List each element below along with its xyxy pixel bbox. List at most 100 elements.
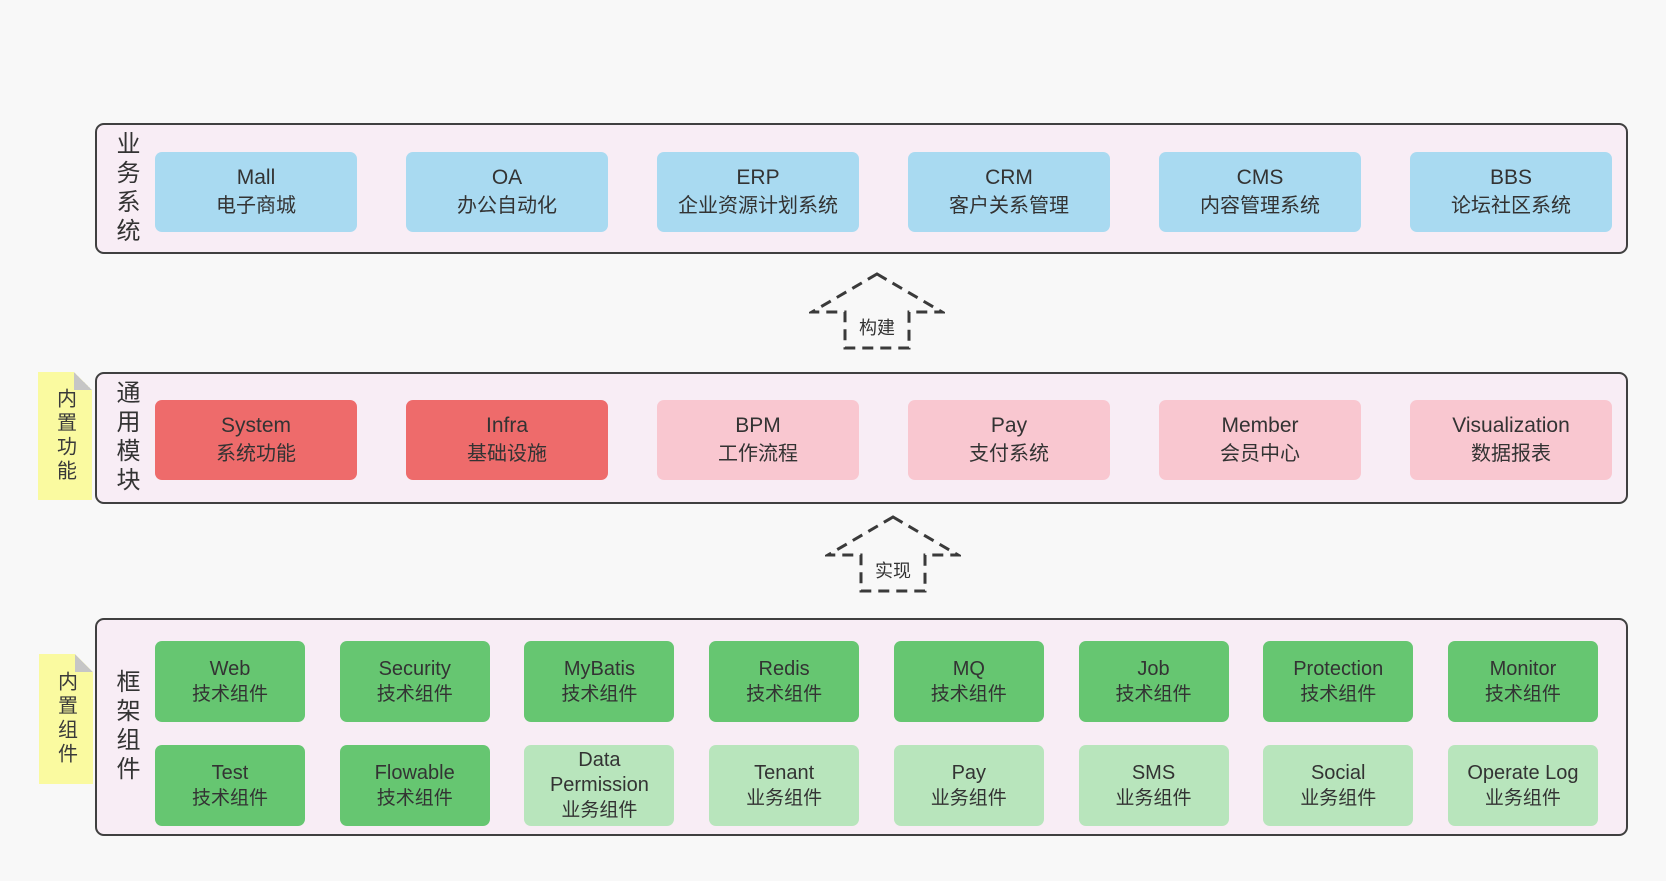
- box-crm: CRM 客户关系管理: [908, 152, 1110, 232]
- box-erp: ERP 企业资源计划系统: [657, 152, 859, 232]
- box-subtitle: 基础设施: [467, 443, 547, 465]
- box-subtitle: 技术组件: [1300, 683, 1377, 705]
- layer-common-modules: 通用模块 System 系统功能 Infra 基础设施 BPM 工作流程 Pay…: [95, 372, 1628, 504]
- box-bbs: BBS 论坛社区系统: [1410, 152, 1612, 232]
- box-title: Infra: [485, 414, 529, 437]
- box-subtitle: 技术组件: [930, 683, 1007, 705]
- box-title: ERP: [736, 166, 780, 189]
- box-subtitle: 技术组件: [191, 787, 268, 809]
- layer-modules-label: 通用模块: [112, 380, 139, 496]
- box-title: Flowable: [374, 761, 455, 784]
- layer-business-label: 业务系统: [112, 130, 139, 247]
- box-operate-log: Operate Log 业务组件: [1447, 745, 1598, 826]
- box-subtitle: 技术组件: [376, 787, 453, 809]
- box-cms: CMS 内容管理系统: [1159, 152, 1361, 232]
- box-infra: Infra 基础设施: [406, 400, 608, 480]
- box-mq: MQ 技术组件: [893, 641, 1044, 722]
- box-subtitle: 业务组件: [930, 787, 1007, 809]
- note-fold-corner-icon: [75, 654, 93, 672]
- box-title: Protection: [1293, 657, 1384, 680]
- box-web: Web 技术组件: [155, 641, 305, 722]
- box-monitor: Monitor 技术组件: [1447, 641, 1598, 722]
- box-flowable: Flowable 技术组件: [339, 745, 490, 826]
- box-redis: Redis 技术组件: [709, 641, 860, 722]
- box-subtitle: 论坛社区系统: [1451, 195, 1571, 217]
- box-title: System: [220, 414, 291, 437]
- sticky-note-text: 内置组件: [54, 671, 77, 767]
- box-tenant: Tenant 业务组件: [709, 745, 860, 826]
- box-title: Tenant: [754, 761, 815, 784]
- sticky-note-built-in-features: 内置功能: [38, 372, 92, 500]
- box-subtitle: 业务组件: [746, 787, 823, 809]
- box-protection: Protection 技术组件: [1263, 641, 1414, 722]
- box-title: OA: [491, 166, 523, 189]
- box-title: Web: [209, 657, 251, 680]
- box-system: System 系统功能: [155, 400, 357, 480]
- box-subtitle: 会员中心: [1220, 443, 1300, 465]
- framework-boxes-row-2: Test 技术组件 Flowable 技术组件 Data Permission …: [155, 745, 1598, 826]
- arrow-implement-label: 实现: [875, 561, 911, 581]
- box-subtitle: 技术组件: [376, 683, 453, 705]
- box-subtitle: 技术组件: [1484, 683, 1561, 705]
- box-pay-module: Pay 支付系统: [908, 400, 1110, 480]
- box-title: Pay: [990, 414, 1028, 437]
- box-social: Social 业务组件: [1263, 745, 1414, 826]
- layer-framework-components: 框架组件 Web 技术组件 Security 技术组件 MyBatis 技术组件…: [95, 618, 1628, 836]
- box-subtitle: 支付系统: [969, 443, 1049, 465]
- box-title: CRM: [985, 166, 1033, 189]
- box-title: Visualization: [1452, 414, 1570, 437]
- box-subtitle: 数据报表: [1471, 443, 1551, 465]
- framework-boxes-row-1: Web 技术组件 Security 技术组件 MyBatis 技术组件 Redi…: [155, 641, 1598, 722]
- sticky-note-built-in-components: 内置组件: [39, 654, 93, 784]
- box-subtitle: 业务组件: [561, 800, 638, 821]
- box-subtitle: 技术组件: [746, 683, 823, 705]
- box-title: Operate Log: [1467, 761, 1579, 784]
- sticky-note-text: 内置功能: [53, 388, 76, 484]
- box-test: Test 技术组件: [155, 745, 305, 826]
- modules-boxes-row: System 系统功能 Infra 基础设施 BPM 工作流程 Pay 支付系统…: [155, 400, 1612, 480]
- box-job: Job 技术组件: [1078, 641, 1229, 722]
- box-oa: OA 办公自动化: [406, 152, 608, 232]
- box-subtitle: 客户关系管理: [949, 195, 1069, 217]
- arrow-up-icon: [809, 272, 945, 350]
- box-subtitle: 技术组件: [191, 683, 268, 705]
- box-title: Test: [211, 761, 249, 784]
- box-sms: SMS 业务组件: [1078, 745, 1229, 826]
- box-subtitle: 业务组件: [1300, 787, 1377, 809]
- box-title: BPM: [735, 414, 781, 437]
- box-mybatis: MyBatis 技术组件: [524, 641, 675, 722]
- box-subtitle: 业务组件: [1484, 787, 1561, 809]
- arrow-build: 构建: [809, 271, 945, 351]
- box-title: Redis: [758, 657, 810, 680]
- arrow-implement: 实现: [825, 514, 961, 594]
- arrow-build-label: 构建: [859, 318, 895, 338]
- box-data-permission: Data Permission 业务组件: [524, 745, 675, 826]
- box-title: Job: [1137, 657, 1170, 680]
- box-title: Security: [378, 657, 451, 680]
- box-subtitle: 办公自动化: [457, 195, 557, 217]
- box-mall: Mall 电子商城: [155, 152, 357, 232]
- box-subtitle: 工作流程: [718, 443, 798, 465]
- box-member: Member 会员中心: [1159, 400, 1361, 480]
- arrow-up-icon: [825, 515, 961, 593]
- box-title: Mall: [236, 166, 276, 189]
- layer-business-systems: 业务系统 Mall 电子商城 OA 办公自动化 ERP 企业资源计划系统 CRM…: [95, 123, 1628, 254]
- box-subtitle: 企业资源计划系统: [678, 195, 838, 217]
- box-subtitle: 系统功能: [216, 443, 296, 465]
- box-subtitle: 内容管理系统: [1200, 195, 1320, 217]
- box-title: Pay: [951, 761, 987, 784]
- box-title: Monitor: [1489, 657, 1557, 680]
- business-boxes-row: Mall 电子商城 OA 办公自动化 ERP 企业资源计划系统 CRM 客户关系…: [155, 152, 1612, 232]
- box-visualization: Visualization 数据报表: [1410, 400, 1612, 480]
- box-subtitle: 电子商城: [216, 195, 296, 217]
- box-title: SMS: [1131, 761, 1176, 784]
- box-title: CMS: [1236, 166, 1284, 189]
- box-subtitle: 业务组件: [1115, 787, 1192, 809]
- box-title: Member: [1221, 414, 1299, 437]
- box-title: Social: [1310, 761, 1366, 784]
- box-subtitle: 技术组件: [1115, 683, 1192, 705]
- note-fold-corner-icon: [74, 372, 92, 390]
- box-title: Data Permission: [549, 749, 649, 796]
- box-title: BBS: [1489, 166, 1533, 189]
- box-bpm: BPM 工作流程: [657, 400, 859, 480]
